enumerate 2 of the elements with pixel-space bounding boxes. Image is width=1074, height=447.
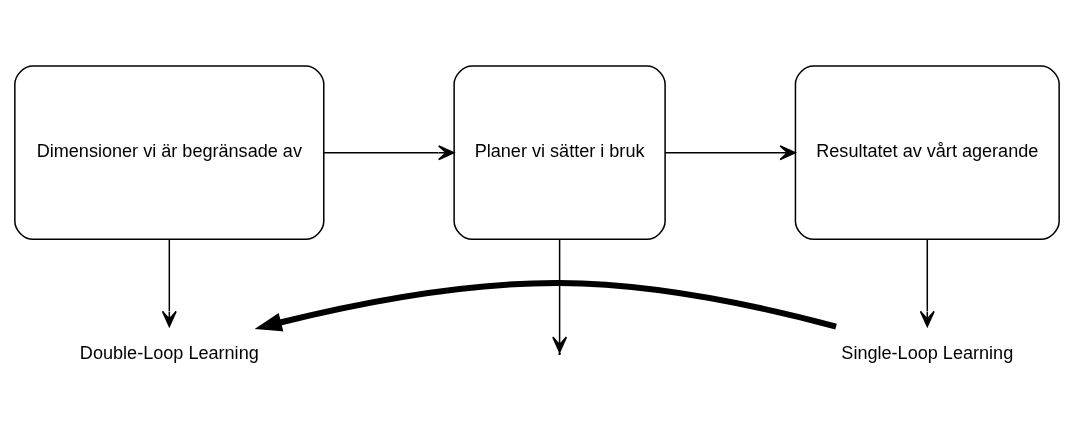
node-text: Double-Loop Learning	[79, 342, 259, 363]
node-text: Single-Loop Learning	[841, 342, 1014, 363]
